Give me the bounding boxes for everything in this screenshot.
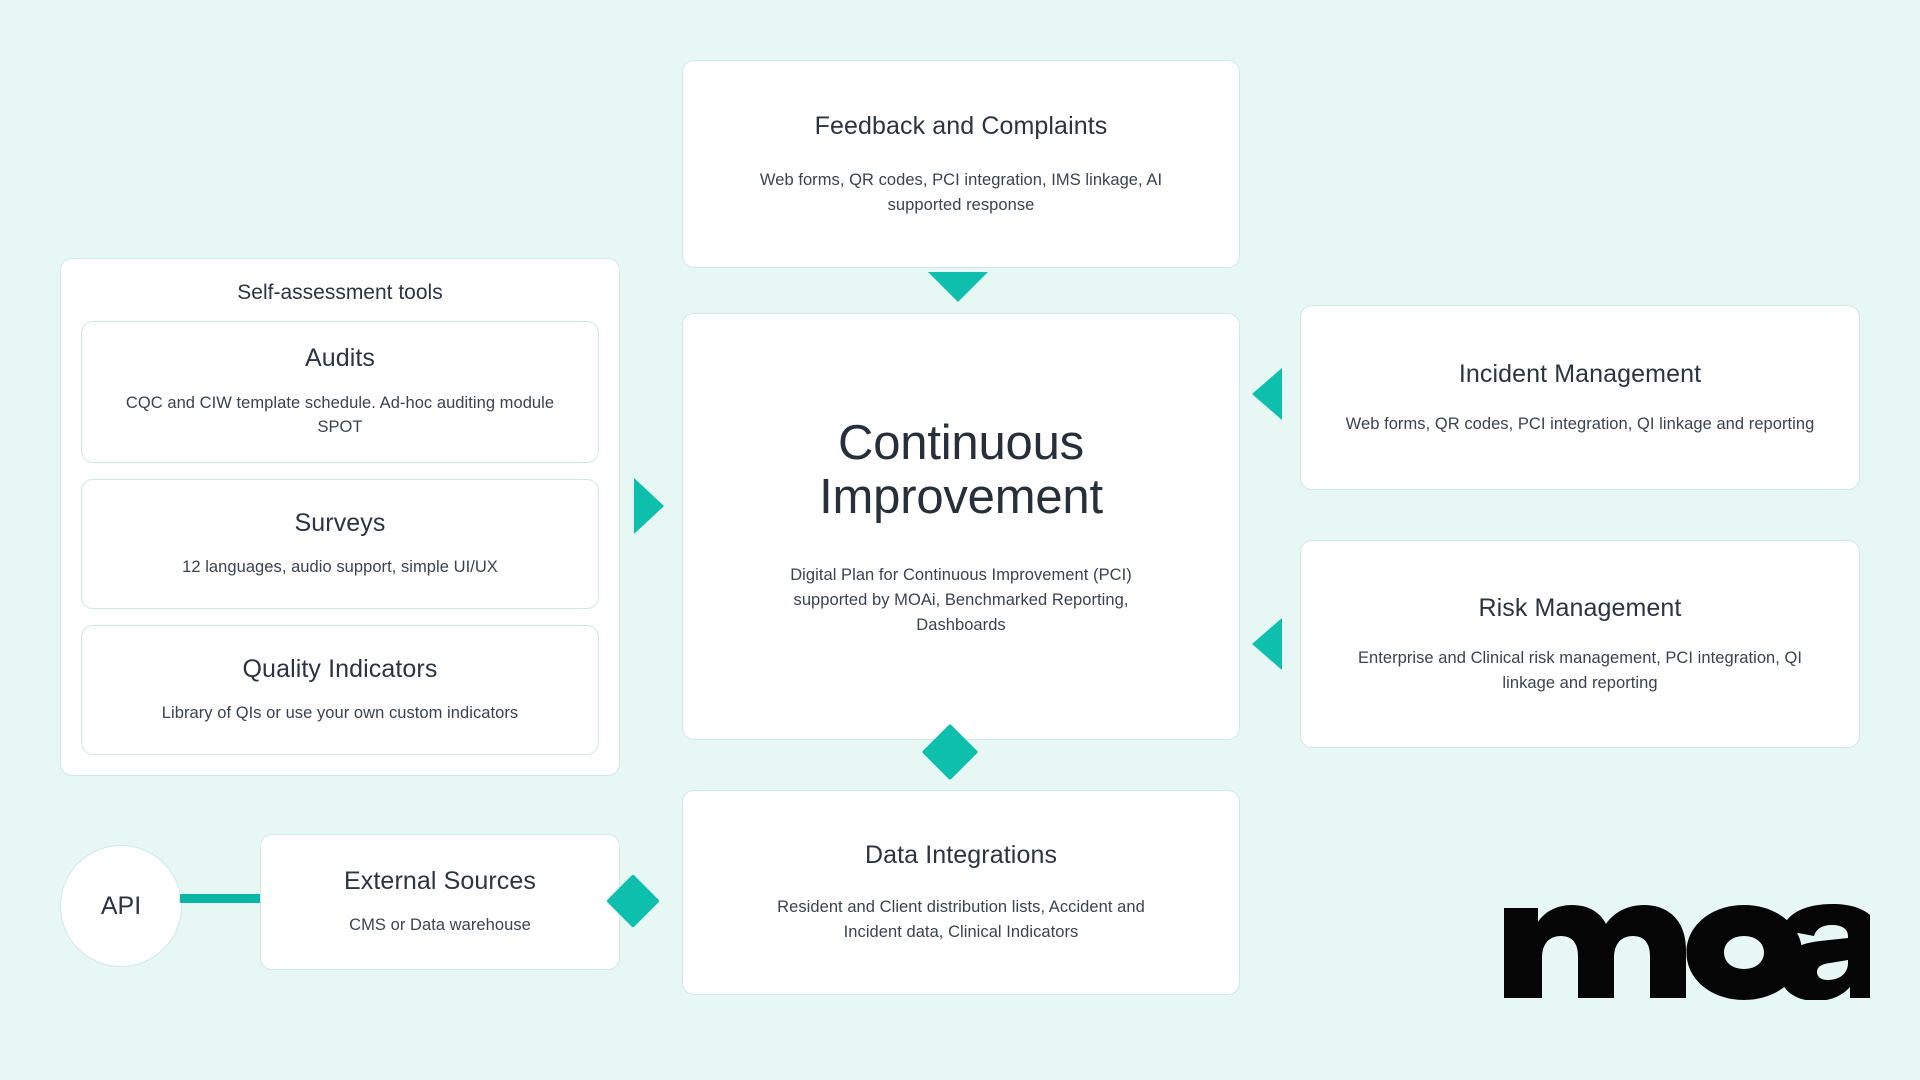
node-continuous-improvement[interactable]: Continuous Improvement Digital Plan for … [682, 313, 1240, 740]
node-description: 12 languages, audio support, simple UI/U… [182, 557, 498, 576]
node-risk-management[interactable]: Risk Management Enterprise and Clinical … [1300, 540, 1860, 748]
node-label: API [100, 891, 142, 920]
node-quality-indicators[interactable]: Quality Indicators Library of QIs or use… [81, 624, 599, 755]
connector-triangle-left-icon [1252, 618, 1282, 670]
hub-title: Continuous Improvement [819, 415, 1103, 525]
panel-self-assessment-tools[interactable]: Self-assessment tools Audits CQC and CIW… [60, 258, 620, 776]
connector-line [180, 894, 264, 903]
node-data-integrations[interactable]: Data Integrations Resident and Client di… [682, 790, 1240, 995]
node-description: Resident and Client distribution lists, … [777, 898, 1145, 942]
node-title: External Sources [344, 867, 536, 895]
node-description: Enterprise and Clinical risk management,… [1357, 648, 1803, 692]
connector-triangle-left-icon [1252, 368, 1282, 420]
moa-wordmark-icon [1504, 904, 1870, 1000]
node-api[interactable]: API [60, 845, 182, 967]
node-title: Risk Management [1478, 593, 1682, 622]
hub-description: Digital Plan for Continuous Improvement … [790, 566, 1132, 634]
connector-triangle-down-icon [928, 272, 988, 302]
connector-triangle-right-icon [634, 478, 664, 534]
node-title: Surveys [294, 508, 386, 537]
panel-title: Self-assessment tools [237, 281, 443, 304]
node-external-sources[interactable]: External Sources CMS or Data warehouse [260, 834, 620, 970]
node-feedback-and-complaints[interactable]: Feedback and Complaints Web forms, QR co… [682, 60, 1240, 268]
node-description: CQC and CIW template schedule. Ad-hoc au… [125, 393, 555, 437]
moa-logo [1500, 880, 1870, 1000]
node-surveys[interactable]: Surveys 12 languages, audio support, sim… [81, 478, 599, 609]
node-audits[interactable]: Audits CQC and CIW template schedule. Ad… [81, 321, 599, 463]
node-title: Audits [304, 344, 376, 373]
node-title: Feedback and Complaints [814, 111, 1108, 140]
node-incident-management[interactable]: Incident Management Web forms, QR codes,… [1300, 305, 1860, 490]
node-description: Library of QIs or use your own custom in… [161, 704, 519, 723]
node-description: Web forms, QR codes, PCI integration, IM… [759, 170, 1163, 214]
node-title: Incident Management [1458, 359, 1702, 388]
node-title: Quality Indicators [242, 654, 438, 683]
node-description: Web forms, QR codes, PCI integration, QI… [1345, 414, 1815, 433]
node-title: Data Integrations [864, 841, 1058, 870]
node-description: CMS or Data warehouse [349, 916, 531, 935]
